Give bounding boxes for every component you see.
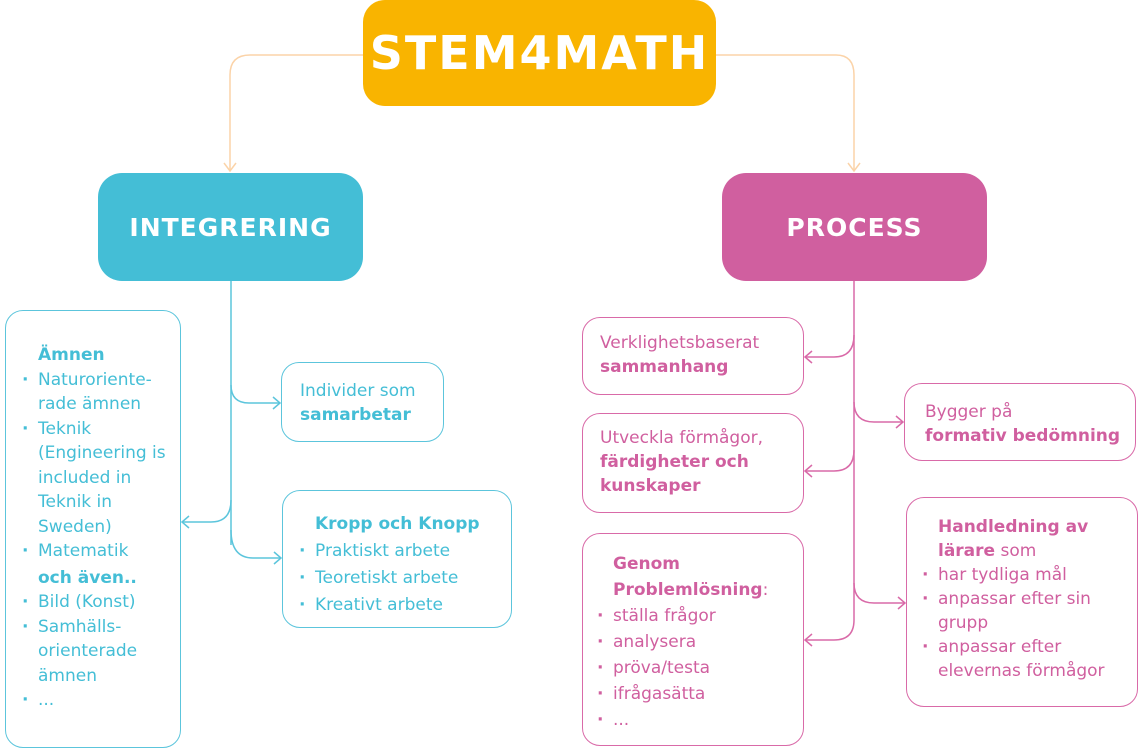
list-item: Praktiskt arbete [297, 538, 511, 565]
list-item: Kreativt arbete [297, 592, 511, 619]
card-utveckla: Utveckla förmågor, färdigheter och kunsk… [582, 413, 804, 513]
individer-bold: samarbetar [300, 405, 411, 425]
connector-to-handledning [853, 582, 904, 604]
card-problemlosning: Genom Problemlösning: ställa frågor anal… [582, 533, 804, 746]
amnen-heading: Ämnen [38, 345, 105, 365]
connector-to-bygger [853, 401, 902, 423]
list-item: Samhälls-orienterade ämnen [20, 615, 170, 689]
process-label: PROCESS [786, 212, 923, 242]
card-bygger-pa: Bygger på formativ bedömning [904, 383, 1136, 461]
genom-list: ställa frågor analysera pröva/testa ifrå… [595, 603, 803, 733]
card-handledning: Handledning av lärare som har tydliga må… [906, 497, 1138, 707]
list-item: analysera [595, 629, 803, 655]
connector-to-kropp [230, 529, 280, 559]
handledning-list: har tydliga mål anpassar efter sin grupp… [920, 563, 1120, 683]
connector-to-verklighet [806, 334, 855, 358]
card-amnen: Ämnen Naturoriente-rade ämnen Teknik (En… [5, 310, 181, 748]
amnen-list: Naturoriente-rade ämnen Teknik (Engineer… [20, 368, 170, 564]
list-item: ställa frågor [595, 603, 803, 629]
list-item: ... [595, 707, 803, 733]
individer-text: Individer som [300, 381, 416, 401]
bygger-bold: formativ bedömning [925, 426, 1121, 446]
genom-text: Genom [613, 554, 680, 574]
amnen-more-list: Bild (Konst) Samhälls-orienterade ämnen … [20, 590, 170, 713]
connector-to-utveckla [806, 449, 855, 472]
verklighet-bold: sammanhang [600, 357, 729, 377]
kropp-list: Praktiskt arbete Teoretiskt arbete Kreat… [297, 538, 511, 619]
list-item: Naturoriente-rade ämnen [20, 368, 170, 417]
card-verklighetsbaserat: Verklighetsbaserat sammanhang [582, 317, 804, 395]
list-item: anpassar efter sin grupp [920, 587, 1120, 635]
arrowhead-integrering [223, 162, 237, 173]
root-node-stem4math: STEM4MATH [363, 0, 716, 106]
handledning-heading: lärare som [920, 539, 1137, 563]
handledning-bold: lärare [938, 541, 996, 561]
handledning-suffix: som [995, 541, 1037, 561]
list-item: ifrågasätta [595, 681, 803, 707]
card-kropp-och-knopp: Kropp och Knopp Praktiskt arbete Teoreti… [282, 490, 512, 628]
connector-root-integrering [229, 54, 363, 170]
arrowhead-process [847, 162, 861, 173]
genom-suffix: : [762, 580, 769, 600]
integrering-label: INTEGRERING [129, 212, 332, 242]
list-item: har tydliga mål [920, 563, 1120, 587]
card-individer: Individer som samarbetar [281, 362, 444, 442]
connector-root-process [716, 54, 855, 170]
genom-heading: Problemlösning: [595, 577, 803, 603]
root-label: STEM4MATH [369, 26, 710, 80]
handledning-text: Handledning av [938, 517, 1089, 537]
list-item: Teknik (Engineering is included in Tekni… [20, 417, 170, 540]
branch-node-integrering: INTEGRERING [98, 173, 363, 281]
connector-to-amnen [183, 499, 232, 523]
utveckla-text: Utveckla förmågor, [600, 428, 764, 448]
kropp-heading: Kropp och Knopp [315, 514, 480, 534]
genom-bold: Problemlösning [613, 580, 763, 600]
amnen-subheading: och även.. [38, 567, 137, 588]
list-item: anpassar efter elevernas förmågor [920, 635, 1120, 683]
verklighet-text: Verklighetsbaserat [600, 333, 760, 353]
connector-to-individer [230, 384, 279, 404]
list-item: Teoretiskt arbete [297, 565, 511, 592]
bygger-text: Bygger på [925, 402, 1013, 422]
connector-to-genom [806, 619, 855, 641]
utveckla-bold: färdigheter och kunskaper [600, 452, 749, 496]
list-item: ... [20, 688, 170, 713]
list-item: pröva/testa [595, 655, 803, 681]
list-item: Bild (Konst) [20, 590, 170, 615]
branch-node-process: PROCESS [722, 173, 987, 281]
list-item: Matematik [20, 539, 170, 564]
